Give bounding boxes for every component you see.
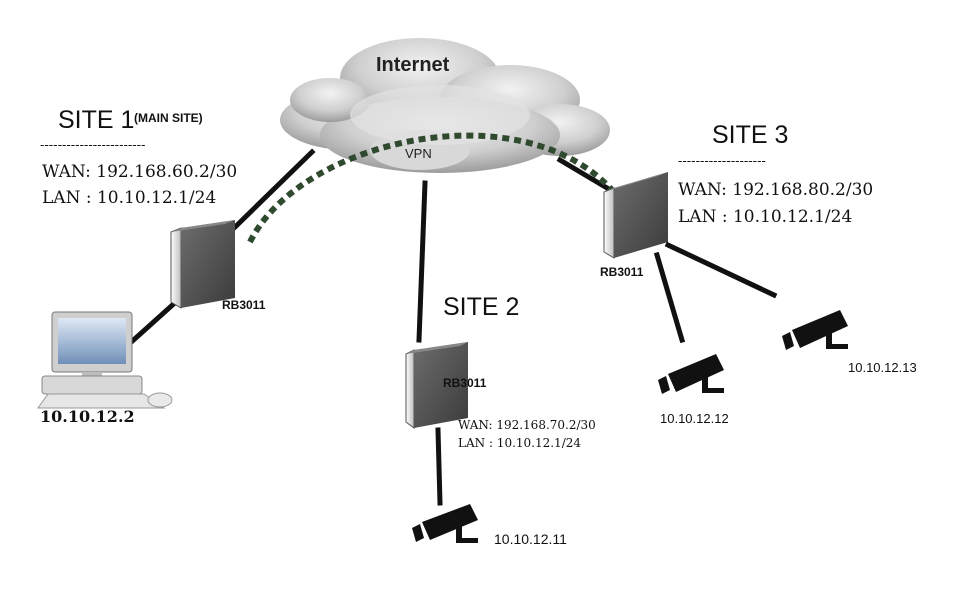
camera-icon-site2 — [412, 504, 478, 543]
site1-title: SITE 1 — [58, 106, 135, 134]
computer-icon — [37, 311, 173, 409]
site3-camera2-ip: 10.10.12.13 — [848, 360, 917, 375]
site1-pc-ip: 10.10.12.2 — [40, 407, 135, 426]
site2-lan: LAN : 10.10.12.1/24 — [458, 436, 582, 450]
site1-wan-link — [228, 148, 316, 234]
site2-lan-link — [435, 427, 443, 506]
site1-router-model: RB3011 — [222, 298, 266, 312]
site3-wan: WAN: 192.168.80.2/30 — [678, 180, 874, 200]
router-site1 — [170, 220, 235, 309]
site3-lan-link-cam1 — [653, 251, 686, 344]
site2-camera-ip: 10.10.12.11 — [494, 531, 567, 547]
site1-divider: ------------------------ — [40, 138, 146, 153]
site2-router-model: RB3011 — [443, 376, 487, 390]
camera-icon-site3-1 — [658, 354, 724, 394]
site3-lan-link-cam2 — [664, 241, 778, 299]
site2-wan-link — [416, 180, 428, 343]
site3-lan: LAN : 10.10.12.1/24 — [678, 207, 853, 227]
router-site3 — [603, 172, 668, 259]
wan-links — [124, 148, 778, 506]
site3-router-model: RB3011 — [600, 265, 644, 279]
site3-camera1-ip: 10.10.12.12 — [660, 411, 729, 426]
router-site2 — [405, 342, 468, 429]
site1-lan: LAN : 10.10.12.1/24 — [42, 188, 217, 208]
site2-wan: WAN: 192.168.70.2/30 — [458, 418, 596, 432]
vpn-label: VPN — [405, 146, 432, 161]
site1-lan-link — [124, 296, 182, 349]
internet-label: Internet — [376, 54, 450, 76]
site2-title: SITE 2 — [443, 293, 520, 321]
site3-wan-link — [556, 156, 611, 192]
site1-wan: WAN: 192.168.60.2/30 — [42, 162, 238, 182]
vpn-tunnel — [247, 132, 615, 244]
site3-title: SITE 3 — [712, 121, 789, 149]
internet-cloud — [280, 38, 610, 173]
site1-tag: (MAIN SITE) — [134, 111, 203, 125]
site3-divider: -------------------- — [678, 154, 766, 169]
camera-icon-site3-2 — [782, 310, 848, 350]
